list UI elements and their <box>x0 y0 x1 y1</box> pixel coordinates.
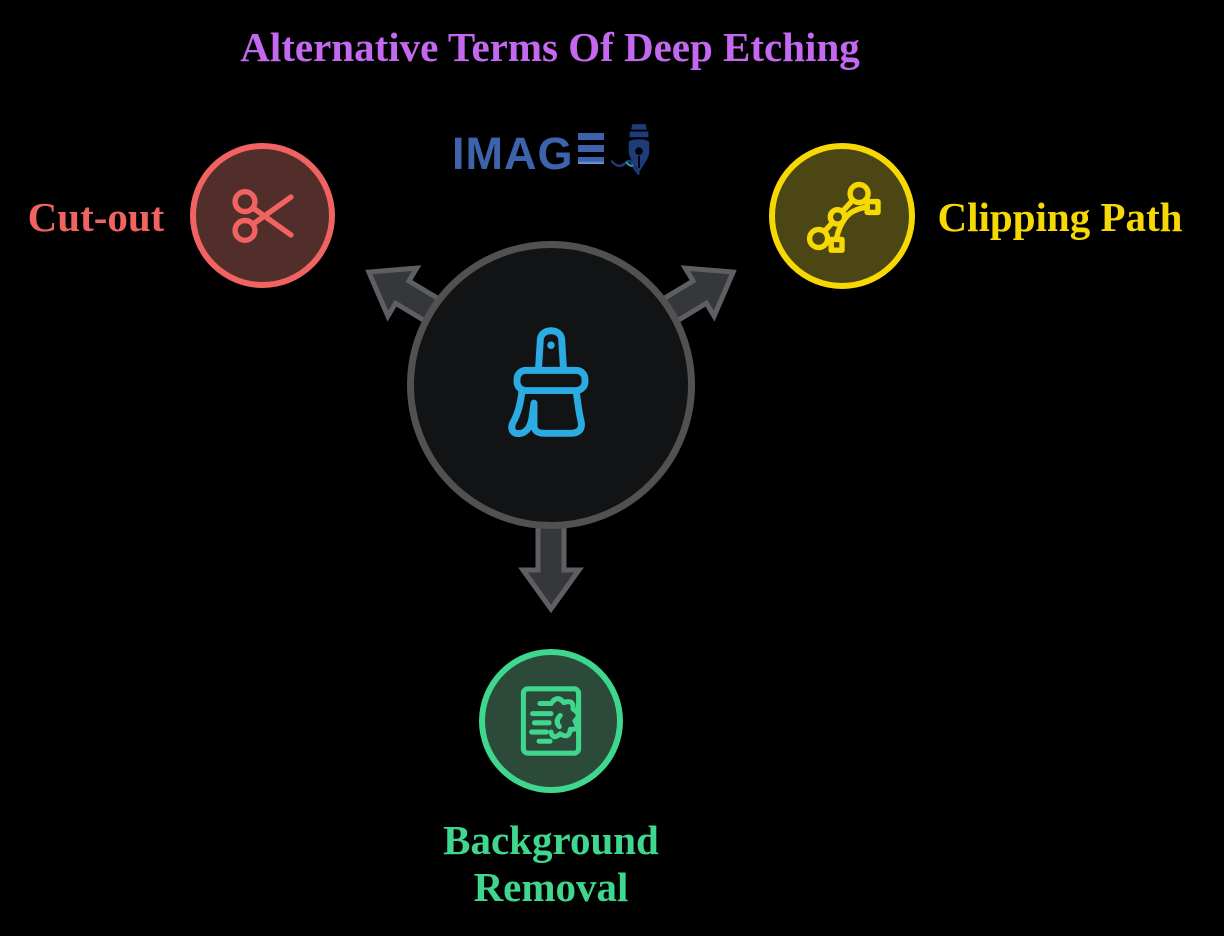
brand-logo: IMAG <box>452 122 667 184</box>
cutout-node <box>190 143 335 288</box>
scissors-icon <box>231 188 294 243</box>
paint-brush-icon <box>508 326 589 437</box>
cutout-label: Cut-out <box>27 194 165 240</box>
background-removal-label-line1: Background <box>443 817 659 863</box>
clipping-path-label: Clipping Path <box>937 194 1183 240</box>
background-removal-node <box>479 649 623 793</box>
logo-word: IMAG <box>452 128 574 179</box>
page-title: Alternative Terms Of Deep Etching <box>240 24 860 70</box>
bezier-curve-icon <box>806 181 881 253</box>
center-node <box>407 241 695 529</box>
background-removal-icon <box>520 686 582 756</box>
logo-stylized-e <box>577 133 604 164</box>
clipping-path-node <box>769 143 915 289</box>
background-removal-label: Background Removal <box>443 817 659 911</box>
background-removal-label-line2: Removal <box>473 864 629 910</box>
pen-nib-icon <box>610 124 649 175</box>
